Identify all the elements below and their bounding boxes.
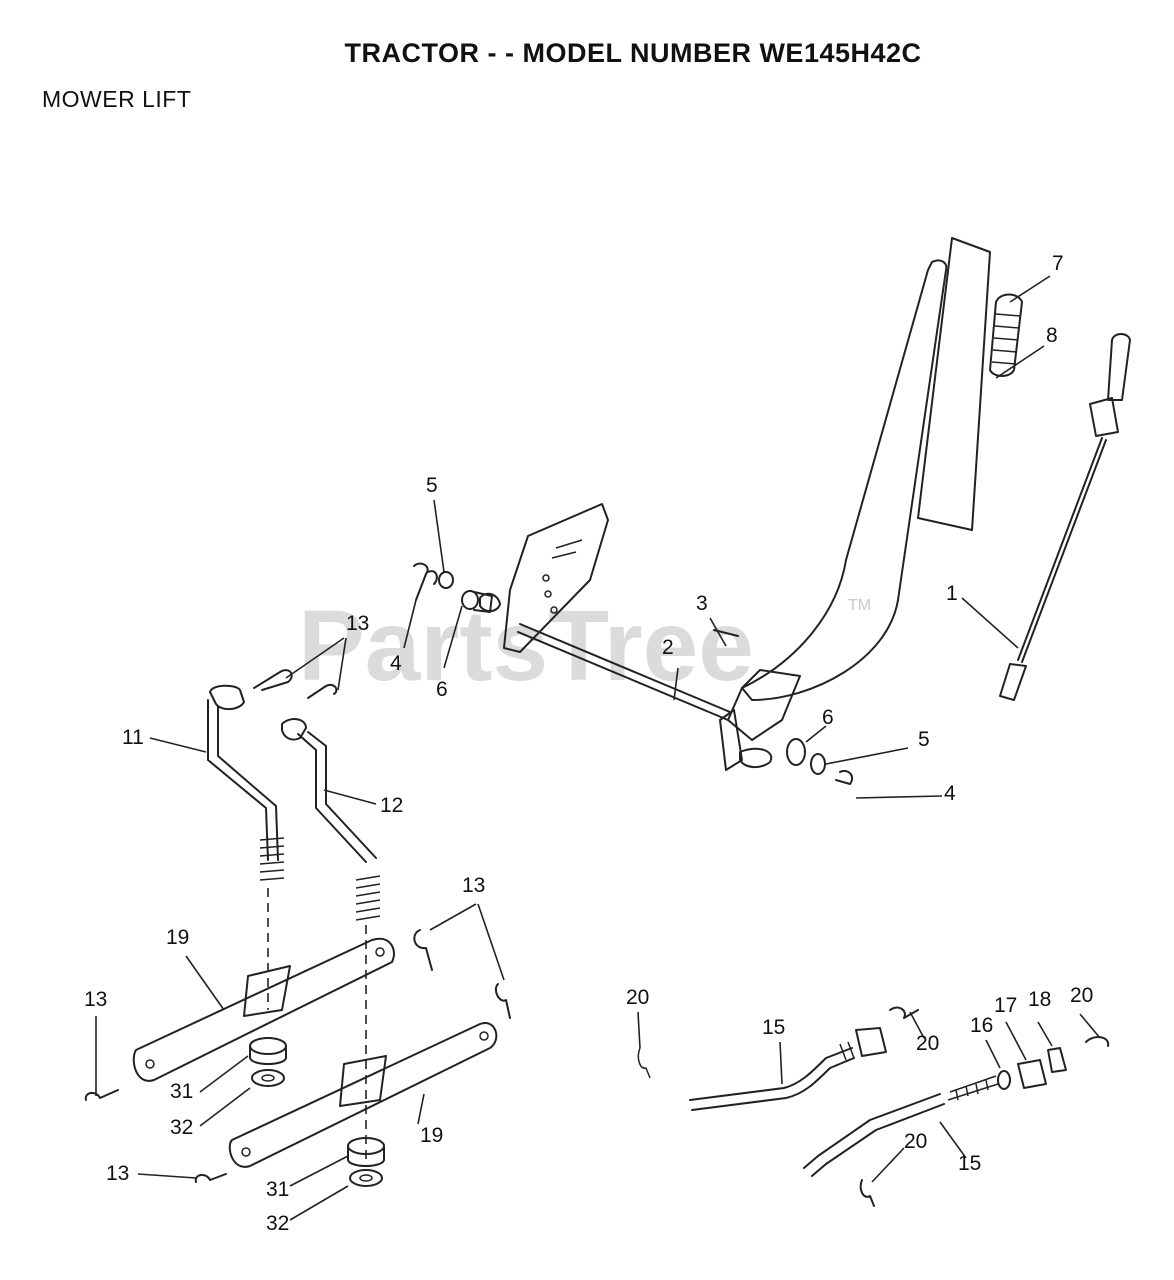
callout-7: 7 <box>1052 252 1064 275</box>
bushing-nut-upper <box>249 1037 287 1087</box>
callout-5-upper: 5 <box>426 474 438 497</box>
callout-labels: 7 8 1 5 3 2 13 4 6 11 12 6 5 4 13 19 13 … <box>84 252 1093 1235</box>
leader-lines <box>95 275 1101 1221</box>
callout-13-left: 13 <box>84 988 107 1011</box>
page-title: TRACTOR - - MODEL NUMBER WE145H42C <box>344 38 922 68</box>
watermark-trademark: TM <box>848 597 871 614</box>
callout-4-lower: 4 <box>944 782 956 805</box>
callout-12: 12 <box>380 794 403 817</box>
shaft-hardware-left <box>413 562 493 613</box>
lift-link-left <box>207 684 285 881</box>
callout-13-right: 13 <box>462 874 485 897</box>
callout-4-upper: 4 <box>390 652 402 675</box>
callout-31-lower: 31 <box>266 1178 289 1201</box>
callout-20-bottom: 20 <box>904 1130 927 1153</box>
callout-6-upper: 6 <box>436 678 448 701</box>
section-title: MOWER LIFT <box>42 86 192 112</box>
callout-15-upper: 15 <box>762 1016 785 1039</box>
lift-handle <box>719 237 991 771</box>
hairpin-clips <box>84 669 511 1183</box>
callout-18: 18 <box>1028 988 1051 1011</box>
lift-shaft-assembly <box>479 503 773 768</box>
callout-11: 11 <box>122 726 144 749</box>
callout-2: 2 <box>662 636 674 659</box>
callout-32-upper: 32 <box>170 1116 193 1139</box>
lift-rod <box>999 333 1131 701</box>
callout-32-lower: 32 <box>266 1212 289 1235</box>
callout-8: 8 <box>1046 324 1058 347</box>
callout-1: 1 <box>946 582 958 605</box>
adjustment-rod-upper <box>637 1027 887 1111</box>
callout-6-lower: 6 <box>822 706 834 729</box>
callout-13-top: 13 <box>346 612 369 635</box>
callout-17: 17 <box>994 994 1017 1017</box>
callout-3: 3 <box>696 592 708 615</box>
lift-arm-upper <box>132 937 395 1082</box>
lift-arm-lower <box>228 1021 498 1168</box>
callout-19-upper: 19 <box>166 926 189 949</box>
callout-19-lower: 19 <box>420 1124 443 1147</box>
handle-grip <box>989 293 1023 377</box>
bushing-nut-lower <box>347 1137 385 1187</box>
callout-16: 16 <box>970 1014 993 1037</box>
callout-20-right: 20 <box>1070 984 1093 1007</box>
callout-20-left: 20 <box>626 986 649 1009</box>
callout-13-bottom: 13 <box>106 1162 129 1185</box>
callout-20-mid: 20 <box>916 1032 939 1055</box>
adjustment-rod-lower <box>803 1006 1110 1207</box>
lift-link-right <box>281 718 381 921</box>
callout-15-lower: 15 <box>958 1152 981 1175</box>
callout-5-lower: 5 <box>918 728 930 751</box>
callout-31-upper: 31 <box>170 1080 193 1103</box>
